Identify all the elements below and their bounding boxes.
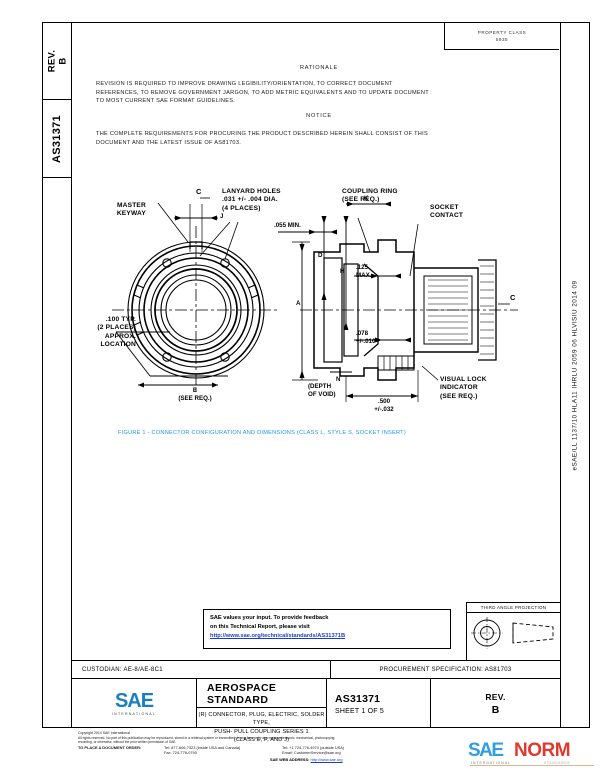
- label-depth-of-void: (DEPTH OF VOID): [308, 383, 336, 398]
- title-block-main: SAE INTERNATIONAL AEROSPACE STANDARD (R)…: [72, 678, 560, 743]
- revision-value: B: [56, 56, 68, 65]
- feedback-url-link[interactable]: http://www.sae.org/technical/standards/A…: [210, 633, 346, 639]
- sae-logo-subtitle: INTERNATIONAL: [111, 712, 157, 716]
- dim-c-right: C: [510, 293, 516, 302]
- tel-usa: Tel: 877-606-7323 (inside USA and Canada…: [164, 745, 241, 751]
- dim-c-left: C: [196, 187, 202, 196]
- property-class-code: 5935: [495, 37, 509, 42]
- web-address-url[interactable]: http://www.sae.org: [310, 757, 343, 762]
- document-number: AS31371: [335, 692, 381, 705]
- copyright-text: Copyright 2014 SAE International: [78, 731, 130, 735]
- right-margin-strip: eSAE/LL 1137/10 HLA11 IHRLU 2059 06 HLVI…: [560, 22, 590, 728]
- standard-subtitle: (R) CONNECTOR, PLUG, ELECTRIC, SOLDER TY…: [198, 712, 325, 744]
- web-address-label: SAE WEB ADDRESS:: [270, 757, 310, 762]
- document-number-box: AS31371: [42, 100, 72, 178]
- procurement-spec-field: PROCUREMENT SPECIFICATION: AS81703: [379, 666, 512, 673]
- watermark-subtitle-right: STANDARDS: [544, 761, 571, 765]
- footer-spacer: [78, 751, 164, 756]
- third-angle-projection-box: THIRD ANGLE PROJECTION: [466, 602, 560, 660]
- tel-international: Tel: +1 724-776-4970 (outside USA): [282, 745, 345, 751]
- revision-cell: REV. B: [431, 679, 560, 728]
- third-angle-projection-symbol: [467, 613, 560, 653]
- label-visual-lock-indicator: VISUAL LOCK INDICATOR (SEE REQ.): [440, 376, 487, 400]
- title-block-row-custodian: CUSTODIAN: AE-8/AE-8C1 PROCUREMENT SPECI…: [72, 660, 560, 678]
- label-approx-location: .100 TYP. (2 PLACES) APPROX. LOCATION: [97, 316, 136, 349]
- label-coupling-ring: COUPLING RING (SEE REQ.): [342, 188, 398, 204]
- watermark-sae-text: SAE: [468, 740, 504, 761]
- rationale-body: REVISION IS REQUIRED TO IMPROVE DRAWING …: [96, 81, 429, 105]
- dim-e-see-req: E (SEE REQ.): [178, 387, 212, 402]
- revision-cell-label: REV.: [485, 691, 506, 702]
- page-footer: Copyright 2014 SAE International All rig…: [78, 731, 548, 756]
- dim-500: .500 +/-.032: [374, 398, 394, 413]
- connector-drawing: MASTER KEYWAY LANYARD HOLES .031 +/- .00…: [78, 180, 558, 445]
- property-class-label: PROPERTY CLASS: [477, 30, 527, 35]
- watermark-subtitle-left: INTERNATIONAL: [471, 761, 511, 765]
- document-number-vertical: AS31371: [51, 114, 64, 163]
- watermark-rule: [470, 764, 594, 766]
- notice-body: THE COMPLETE REQUIREMENTS FOR PROCURING …: [96, 131, 428, 146]
- feedback-box: SAE values your input. To provide feedba…: [203, 609, 451, 649]
- connector-drawing-svg: [112, 197, 518, 402]
- revision-box: REV. B: [42, 22, 72, 100]
- dim-078-tol: .078 +/-.010: [356, 330, 376, 345]
- sae-logo: SAE: [114, 690, 154, 712]
- sae-logo-cell: SAE INTERNATIONAL: [72, 679, 197, 728]
- sheet-number: SHEET 1 OF 5: [335, 707, 384, 715]
- figure-caption: FIGURE 1 - CONNECTOR CONFIGURATION AND D…: [118, 430, 406, 436]
- rationale-heading: RATIONALE: [299, 65, 339, 71]
- third-angle-projection-title: THIRD ANGLE PROJECTION: [467, 603, 560, 613]
- feedback-line-1: SAE values your input. To provide feedba…: [210, 615, 329, 621]
- standard-type-title: AEROSPACE STANDARD: [197, 682, 326, 708]
- dim-125-max: .125 MAX.: [356, 264, 372, 279]
- footer-contact-row: Fax: 724-776-0790 Email: CustomerService…: [78, 750, 548, 756]
- order-label: TO PLACE A DOCUMENT ORDER:: [78, 745, 142, 751]
- label-lanyard-holes: LANYARD HOLES .031 +/- .004 DIA. (4 PLAC…: [222, 188, 281, 212]
- dim-n: N: [336, 376, 341, 383]
- dim-h: H: [340, 268, 345, 275]
- label-socket-contact: SOCKET CONTACT: [430, 204, 464, 220]
- email-address: Email: CustomerService@sae.org: [282, 750, 341, 755]
- property-class-box: PROPERTY CLASS 5935: [444, 23, 559, 50]
- right-side-identifier: eSAE/LL 1137/10 HLA11 IHRLU 2059 06 HLVI…: [572, 279, 580, 471]
- feedback-line-2: on this Technical Report, please visit: [210, 624, 310, 630]
- custodian-field: CUSTODIAN: AE-8/AE-8C1: [72, 661, 331, 678]
- left-margin-strip: REV. B AS31371 SAE Technical Standards B…: [42, 22, 72, 728]
- revision-cell-value: B: [491, 703, 500, 716]
- footer-order-row: TO PLACE A DOCUMENT ORDER: Tel: 877-606-…: [78, 746, 548, 751]
- notice-heading: NOTICE: [306, 113, 332, 119]
- title-cell: AEROSPACE STANDARD (R) CONNECTOR, PLUG, …: [197, 679, 327, 743]
- watermark-norm-text: NORM: [514, 740, 571, 761]
- dim-055-min: .055 MIN.: [274, 222, 301, 229]
- dim-k: K: [364, 195, 369, 202]
- side-legal-box: SAE Technical Standards Board Rules prov…: [42, 178, 72, 728]
- dim-a: A: [296, 300, 301, 307]
- revision-label: REV.: [45, 49, 57, 72]
- dim-j: J: [220, 213, 224, 220]
- document-number-cell: AS31371 SHEET 1 OF 5: [327, 679, 431, 728]
- sae-norm-watermark: SAE NORM INTERNATIONAL STANDARDS: [468, 741, 596, 771]
- drawing-border: [42, 22, 590, 728]
- footer-web-row: SAE WEB ADDRESS: http://www.sae.org: [270, 757, 343, 762]
- rights-text: All rights reserved. No part of this pub…: [78, 735, 336, 744]
- dim-d: D: [318, 252, 323, 259]
- label-master-keyway: MASTER KEYWAY: [116, 202, 146, 218]
- fax-number: Fax: 724-776-0790: [164, 750, 197, 755]
